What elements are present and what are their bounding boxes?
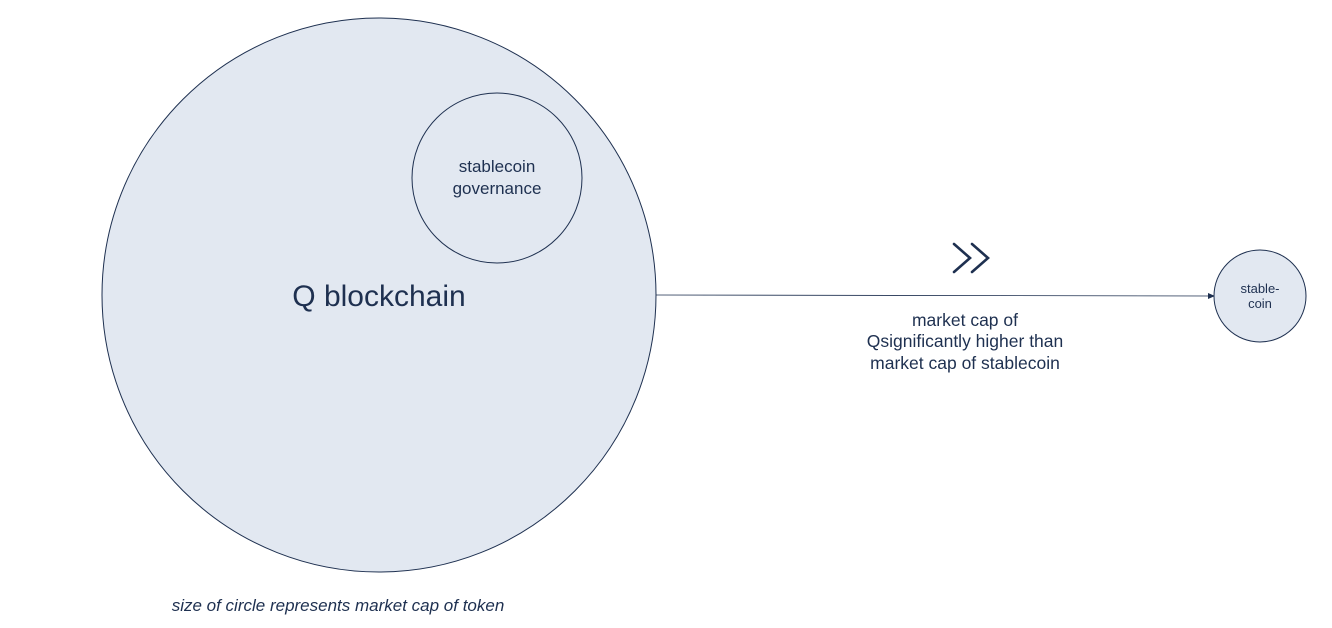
connector-arrow-line bbox=[655, 294, 1211, 297]
stablecoin-label-line-1: stable- bbox=[1240, 281, 1279, 296]
inner-label-line-1: stablecoin bbox=[459, 157, 536, 176]
stablecoin-circle bbox=[1213, 249, 1307, 343]
stablecoin-label-line-2: coin bbox=[1248, 296, 1272, 311]
relation-label-line-2: Qsignificantly higher than bbox=[867, 331, 1064, 351]
footnote-text: size of circle represents market cap of … bbox=[172, 596, 505, 615]
arrowhead-icon bbox=[1208, 293, 1215, 299]
q-blockchain-label: Q blockchain bbox=[292, 280, 465, 313]
relation-label-line-1: market cap of bbox=[912, 310, 1018, 330]
double-chevron-icon bbox=[952, 242, 990, 274]
stablecoin-governance-circle bbox=[411, 92, 583, 264]
relation-label-line-3: market cap of stablecoin bbox=[870, 353, 1060, 373]
inner-label-line-2: governance bbox=[453, 179, 542, 198]
